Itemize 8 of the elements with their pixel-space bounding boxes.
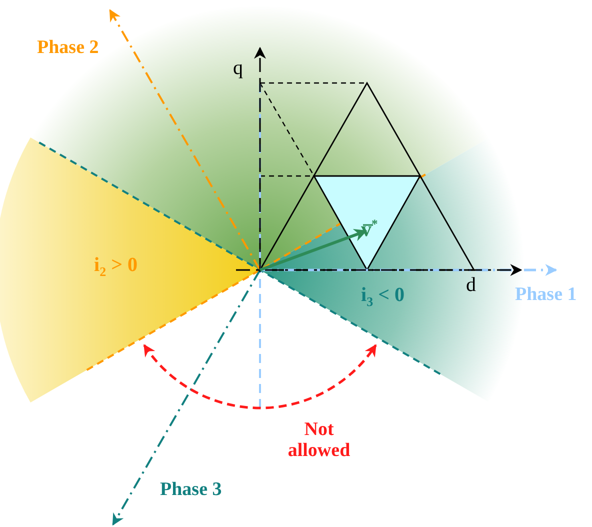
phase-label: Phase 2 bbox=[37, 38, 99, 59]
phase-label: Phase 3 bbox=[160, 480, 222, 501]
axis-label: d bbox=[466, 274, 476, 296]
region-label: i$_{2}$ > 0 bbox=[94, 254, 138, 280]
region-label: i$_{3}$ < 0 bbox=[361, 284, 404, 310]
phase-label: Phase 1 bbox=[515, 285, 577, 306]
axis-label: q bbox=[233, 57, 243, 79]
warning-label: Not allowed bbox=[286, 420, 352, 462]
